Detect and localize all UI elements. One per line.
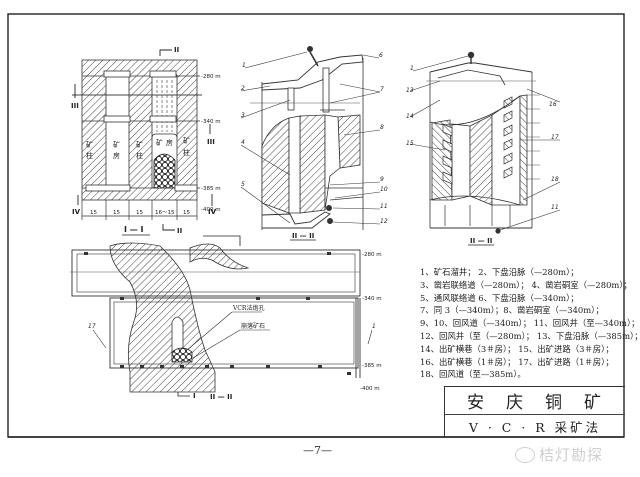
page-number: —7—	[303, 444, 332, 457]
callout-3: 3	[241, 112, 245, 119]
cut-mark-II-bot: II	[177, 227, 182, 235]
legend-line: 12、回风井（至（—280m）； 13、下盘沿脉（—385m）；	[420, 330, 640, 341]
legend-line: 7、同 3（—340m）；8、凿岩硐室（—340m）；	[420, 305, 604, 316]
title-block: 安 庆 铜 矿 V · C · R 采矿法	[444, 386, 625, 438]
annotation-broken-ore: 崩落矿石	[241, 322, 265, 330]
legend-line: 16、出矿横巷（1＃房）； 17、出矿进路（1＃房）；	[420, 356, 614, 367]
wechat-icon	[515, 446, 535, 463]
callout-1b: 1	[410, 65, 414, 72]
cut-mark-II-top: II	[174, 46, 179, 54]
section-4-title: II — II	[210, 393, 232, 401]
label-stope2-b: 房	[166, 138, 173, 147]
callout-12: 12	[380, 218, 388, 225]
callout-9: 9	[380, 176, 384, 183]
callout-5: 5	[241, 181, 245, 188]
mine-name-char: 庆	[506, 393, 525, 413]
section-3-title: II — II	[470, 237, 492, 245]
cut-mark-III-right: III	[207, 138, 215, 146]
callout-8: 8	[380, 124, 384, 131]
legend-line: 3、凿岩联络道（—280m）； 4、凿岩硐室（—280m）；	[420, 279, 632, 290]
label-pillar2-bot: 柱	[136, 151, 143, 160]
legend-line: 14、出矿横巷（3＃房）； 15、出矿进路（3＃房）；	[420, 343, 614, 354]
watermark: 桔灯勘探	[515, 444, 603, 465]
callout-16: 16	[549, 101, 557, 108]
callout-10: 10	[380, 186, 388, 193]
label-stope-bot: 房	[113, 151, 120, 160]
callout-15: 15	[406, 140, 414, 147]
plan-level-400: -400 m	[360, 386, 380, 392]
legend-line: 1、矿石溜井； 2、下盘沿脉（—280m）；	[420, 267, 579, 277]
callout-14: 14	[406, 113, 414, 120]
dim-5: 15	[183, 210, 190, 216]
legend-line: 18、回风道（至—385m）。	[420, 369, 526, 380]
dim-3: 15	[136, 210, 143, 216]
callout-11: 11	[380, 203, 388, 210]
label-pillar3-top: 矿	[183, 136, 190, 145]
callout-2: 2	[241, 85, 245, 92]
label-stope-top: 矿	[113, 140, 120, 149]
label-stope2-a: 矿	[156, 138, 163, 147]
level-340: -340 m	[201, 119, 221, 125]
plan-cut-mark: I	[193, 392, 196, 400]
label-pillar-bot: 柱	[86, 151, 93, 160]
level-385: -385 m	[201, 186, 221, 192]
mining-method: V · C · R 采矿法	[468, 419, 602, 435]
cut-mark-IV-left: IV	[72, 208, 81, 216]
callout-4: 4	[241, 139, 245, 146]
level-400: -400 m	[201, 207, 221, 213]
label-pillar3-bot: 柱	[183, 148, 190, 157]
dim-2: 15	[113, 210, 120, 216]
watermark-text: 桔灯勘探	[539, 446, 604, 464]
section-2-title: II — II	[292, 232, 314, 240]
cut-mark-IV-right: IV	[208, 208, 217, 216]
callout-17: 17	[551, 134, 559, 141]
section-2-2: 1 2 3 4 5 6 7 8 9 10 11 12 II — II	[240, 46, 388, 241]
label-pillar-top: 矿	[86, 140, 93, 149]
legend: 1、矿石溜井； 2、下盘沿脉（—280m）； 3、凿岩联络道（—280m）； 4…	[420, 266, 640, 381]
callout-18: 18	[551, 176, 559, 183]
mine-name-char: 安	[467, 393, 486, 413]
legend-line: 9、10、回风道（—340m）； 11、回风井（至—340m）；	[420, 318, 640, 329]
label-pillar2-top: 矿	[136, 140, 143, 149]
dim-1: 15	[90, 210, 97, 216]
plan-level-340: -340 m	[362, 296, 382, 302]
callout-13: 13	[406, 87, 414, 94]
dim-4: 16～15	[155, 210, 175, 216]
plan-level-385: -385 m	[362, 363, 382, 369]
callout-7: 7	[380, 86, 384, 93]
section-1-1: 15 15 15 16～15 15 -280 m -340 m -385 m -…	[71, 46, 221, 236]
callout-11b: 11	[551, 204, 559, 211]
section-1-title: I — I	[124, 225, 144, 234]
section-4-plan: VCR法炮孔 崩落矿石 -280 m -340 m -385 m -400 m …	[70, 235, 382, 401]
plan-callout-1: 1	[372, 323, 376, 330]
mine-name: 安 庆 铜 矿	[445, 387, 625, 415]
plan-level-280: -280 m	[362, 252, 382, 258]
legend-line: 5、通风联络道 6、下盘沿脉（—340m）；	[420, 292, 579, 303]
callout-6: 6	[379, 52, 383, 59]
annotation-vcr-blasthole: VCR法炮孔	[232, 304, 264, 312]
callout-1: 1	[242, 62, 246, 69]
level-280: -280 m	[201, 74, 221, 80]
mine-name-char: 矿	[584, 393, 603, 413]
plan-callout-17: 17	[88, 323, 96, 330]
section-3-3: 1 13 14 15 16 17 18 11 II — II	[406, 51, 561, 246]
mine-name-char: 铜	[545, 393, 564, 413]
cut-mark-III-left: III	[71, 102, 79, 110]
